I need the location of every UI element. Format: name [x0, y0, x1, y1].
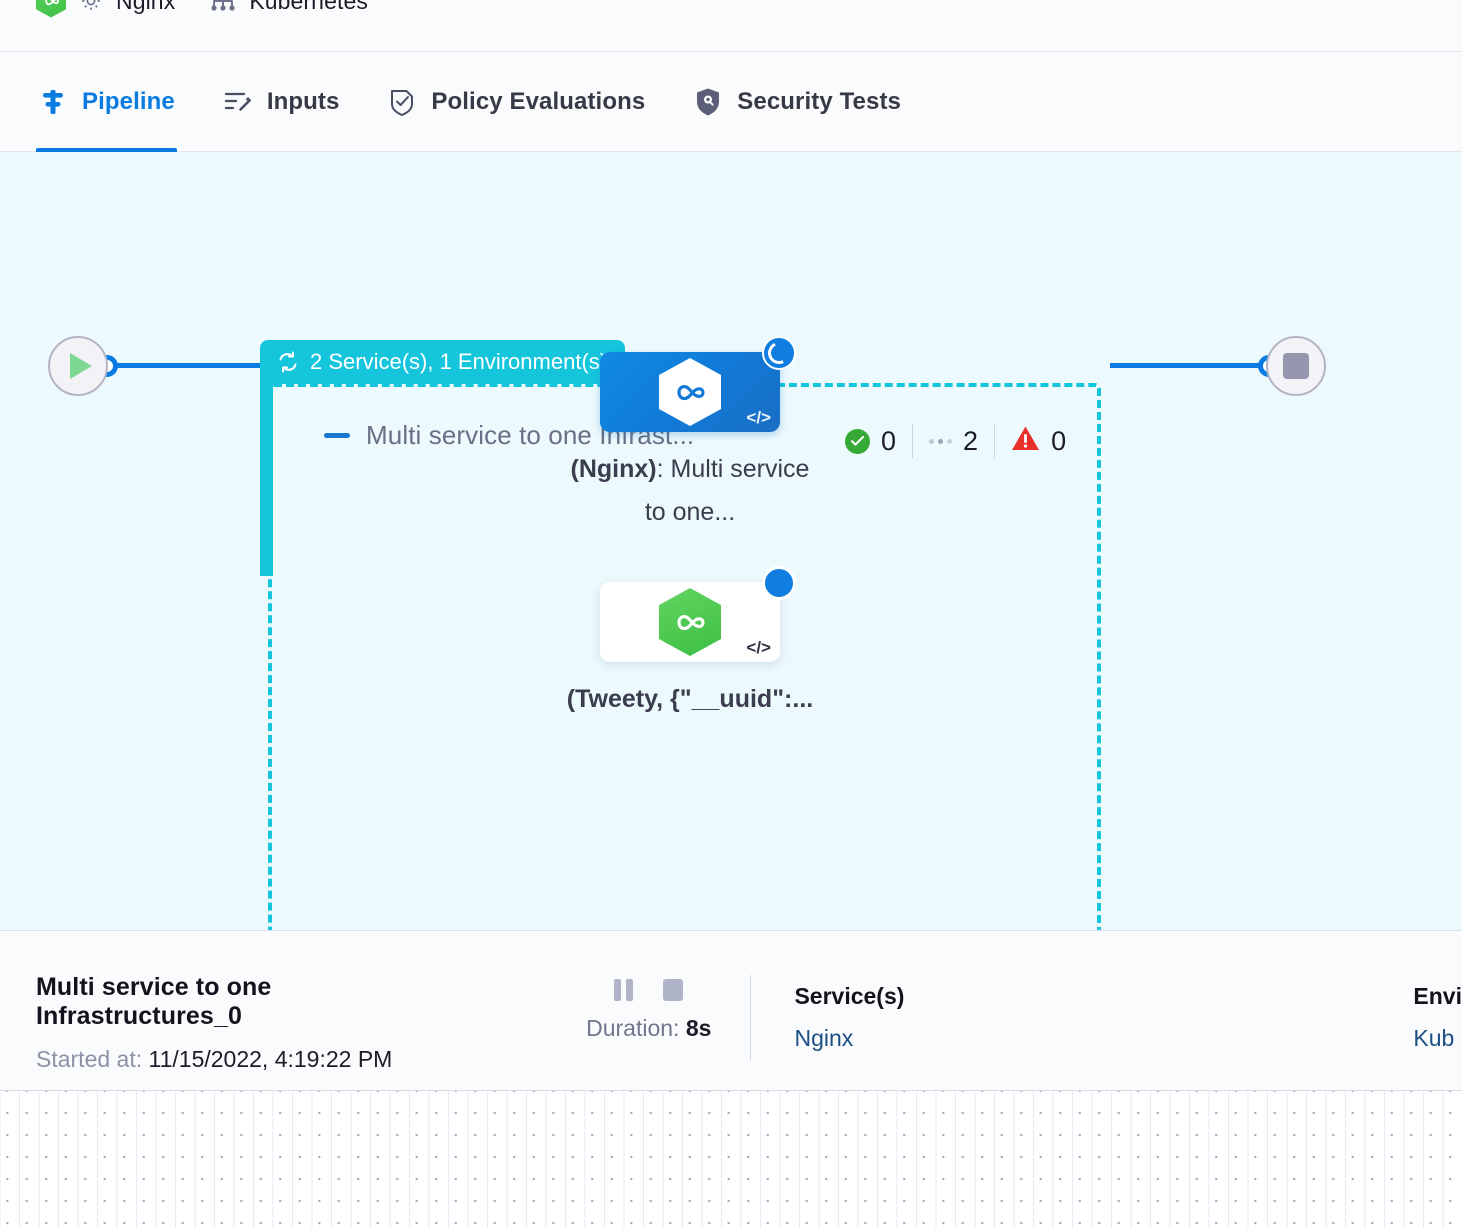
- detail-started-label: Started at:: [36, 1046, 142, 1072]
- detail-environments-heading: Envi: [1413, 983, 1462, 1010]
- policy-shield-check-icon: [387, 87, 417, 117]
- pipeline-graph-canvas[interactable]: 2 Service(s), 1 Environment(s) Multi ser…: [0, 152, 1462, 930]
- running-spinner-badge: [762, 336, 796, 370]
- execution-detail-bar: Multi service to one Infrastructures_0 S…: [0, 930, 1462, 1090]
- execution-controls: [548, 979, 749, 1001]
- execution-summary-strip: Nginx Kubernetes: [0, 0, 1462, 52]
- tab-security-tests-label: Security Tests: [737, 88, 901, 116]
- service-hexagon-icon: [659, 588, 721, 656]
- service-name-label: Nginx: [116, 0, 175, 15]
- collapse-minus-icon[interactable]: [324, 433, 350, 438]
- detail-title: Multi service to one Infrastructures_0: [36, 973, 466, 1031]
- counter-pending-value: 2: [963, 426, 978, 457]
- counter-success[interactable]: 0: [845, 426, 912, 457]
- detail-duration: Duration: 8s: [548, 1015, 749, 1042]
- code-icon: </>: [746, 638, 771, 658]
- stage-status-counters: 0 2 0: [845, 424, 1082, 458]
- start-node[interactable]: [48, 336, 108, 396]
- detail-duration-label: Duration:: [586, 1015, 679, 1041]
- warning-triangle-icon: [1011, 425, 1040, 457]
- node-nginx[interactable]: </> (Nginx): Multi service to one...: [600, 352, 780, 432]
- stop-icon[interactable]: [663, 979, 683, 1001]
- tab-pipeline[interactable]: Pipeline: [36, 52, 177, 152]
- counter-error[interactable]: 0: [995, 425, 1082, 457]
- execution-tabs: Pipeline Inputs Polic: [0, 52, 1462, 152]
- stage-group-tab-label: 2 Service(s), 1 Environment(s): [310, 349, 607, 375]
- node-tweety-card[interactable]: </>: [600, 582, 780, 662]
- loop-repeat-icon: [276, 351, 300, 373]
- success-check-icon: [845, 429, 870, 454]
- counter-pending[interactable]: 2: [913, 426, 994, 457]
- tab-policy-evaluations-label: Policy Evaluations: [431, 88, 645, 116]
- tab-security-tests[interactable]: Security Tests: [691, 52, 903, 152]
- service-hexagon-icon: [659, 358, 721, 426]
- node-tweety-label-bold: (Tweety, {"__uuid":...: [567, 685, 813, 713]
- environment-name-label: Kubernetes: [249, 0, 368, 15]
- gear-icon: [78, 0, 104, 14]
- stop-icon: [1283, 353, 1309, 379]
- detail-duration-value: 8s: [686, 1015, 712, 1041]
- group-left-bar: [260, 380, 273, 576]
- edge-start-to-group: [108, 363, 272, 368]
- node-tweety-label: (Tweety, {"__uuid":...: [560, 678, 820, 721]
- detail-duration-block: Duration: 8s: [548, 931, 749, 1042]
- tab-pipeline-label: Pipeline: [82, 88, 175, 116]
- counter-error-value: 0: [1051, 426, 1066, 457]
- stage-group-tab[interactable]: 2 Service(s), 1 Environment(s): [260, 340, 625, 384]
- service-hexagon-icon: [36, 0, 66, 18]
- node-nginx-label: (Nginx): Multi service to one...: [560, 448, 820, 534]
- code-icon: </>: [746, 408, 771, 428]
- detail-services-link[interactable]: Nginx: [794, 1025, 904, 1052]
- counter-success-value: 0: [881, 426, 896, 457]
- tab-inputs[interactable]: Inputs: [221, 52, 342, 152]
- tab-inputs-label: Inputs: [267, 88, 340, 116]
- pause-icon[interactable]: [614, 979, 633, 1001]
- background-dot-grid[interactable]: [0, 1090, 1462, 1228]
- detail-left: Multi service to one Infrastructures_0 S…: [0, 931, 466, 1073]
- detail-services-col: Service(s) Nginx: [750, 931, 904, 1052]
- security-shield-icon: [693, 87, 723, 117]
- environment-chip-kubernetes[interactable]: Kubernetes: [209, 0, 368, 15]
- detail-started-at: Started at: 11/15/2022, 4:19:22 PM: [36, 1046, 466, 1073]
- detail-services-heading: Service(s): [794, 983, 904, 1010]
- selected-dot-badge: [762, 566, 796, 600]
- service-chip-nginx[interactable]: Nginx: [36, 0, 175, 18]
- pipeline-icon: [38, 87, 68, 117]
- gear-icon-wrap: [78, 0, 104, 14]
- pending-dots-icon: [929, 439, 952, 444]
- node-nginx-label-bold: (Nginx): [571, 455, 657, 483]
- edge-group-to-end: [1110, 363, 1272, 368]
- play-icon: [70, 353, 92, 379]
- inputs-icon: [223, 87, 253, 117]
- kubernetes-icon: [209, 0, 237, 14]
- detail-environments-link[interactable]: Kub: [1413, 1025, 1462, 1052]
- tab-policy-evaluations[interactable]: Policy Evaluations: [385, 52, 647, 152]
- end-node[interactable]: [1266, 336, 1326, 396]
- node-tweety[interactable]: </> (Tweety, {"__uuid":...: [600, 582, 780, 662]
- detail-started-value: 11/15/2022, 4:19:22 PM: [149, 1046, 393, 1072]
- node-nginx-label-rest: : Multi service to one...: [645, 455, 810, 526]
- node-nginx-card[interactable]: </>: [600, 352, 780, 432]
- detail-environments-col: Envi Kub: [1369, 931, 1462, 1052]
